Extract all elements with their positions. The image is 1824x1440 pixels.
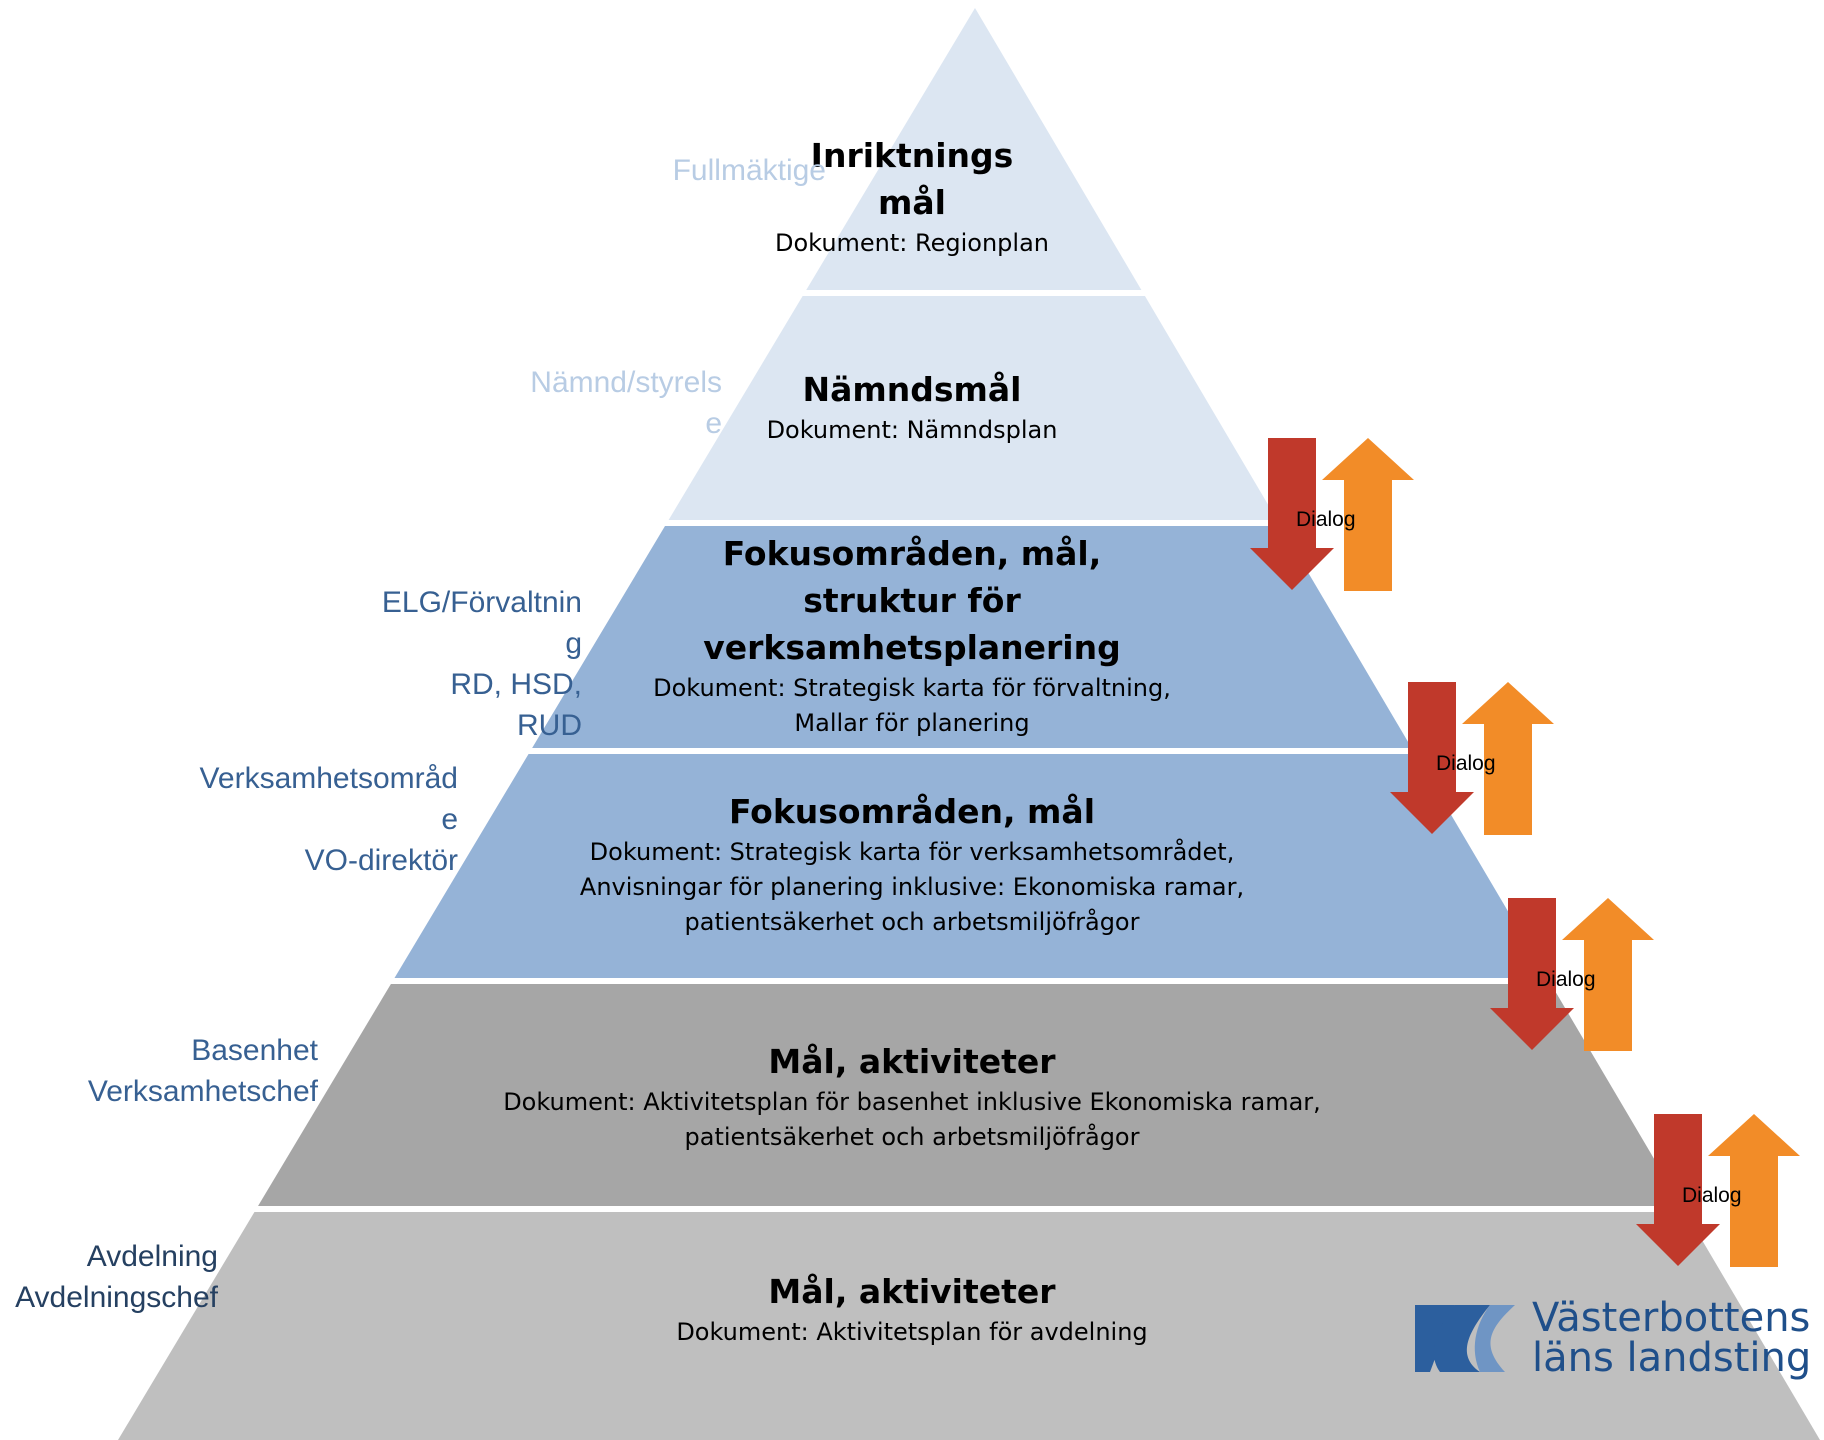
pyramid-tier-1 <box>806 8 1142 290</box>
arrow-down-icon <box>1636 1114 1720 1266</box>
tier-document: Dokument: Regionplan <box>775 229 1049 257</box>
tier-title: Mål, aktiviteter <box>768 1272 1056 1311</box>
tier-document: Dokument: Aktivitetsplan för avdelning <box>676 1318 1148 1346</box>
tier-title: Fokusområden, mål <box>728 792 1096 831</box>
dialog-arrows-1 <box>1250 438 1414 591</box>
pyramid-tier-4 <box>394 754 1548 978</box>
pyramid-tier-2 <box>668 296 1278 520</box>
arrow-up-icon <box>1322 438 1414 591</box>
role-label-1: Fullmäktige <box>672 154 826 187</box>
role-label-6: Avdelning Avdelningschef <box>15 1240 218 1314</box>
tier-title: Nämndsmål <box>802 370 1022 409</box>
role-label-5: Basenhet Verksamhetschef <box>87 1034 318 1108</box>
role-label-4: Verksamhetsområd e VO-direktör <box>199 762 458 877</box>
pyramid-tier-6 <box>118 1212 1820 1440</box>
arrow-up-icon <box>1708 1114 1800 1267</box>
arrow-down-icon <box>1250 438 1334 590</box>
pyramid-tier-3 <box>532 526 1412 748</box>
arrow-down-icon <box>1390 682 1474 834</box>
landsting-logo-mark <box>1415 1305 1515 1372</box>
pyramid-tier-5 <box>258 984 1682 1206</box>
tier-title: Mål, aktiviteter <box>768 1042 1056 1081</box>
dialog-label-1: Dialog <box>1296 508 1356 531</box>
tier-document: Dokument: Aktivitetsplan för basenhet in… <box>503 1088 1321 1151</box>
dialog-label-2: Dialog <box>1436 752 1496 775</box>
dialog-label-4: Dialog <box>1682 1184 1742 1207</box>
arrow-up-icon <box>1562 898 1654 1051</box>
dialog-arrows-3 <box>1490 898 1654 1051</box>
dialog-arrows-4 <box>1636 1114 1800 1267</box>
logo-line-1: Västerbottens <box>1532 1295 1811 1341</box>
role-label-3: ELG/Förvaltnin g RD, HSD, RUD <box>381 586 582 742</box>
tier-document: Dokument: Strategisk karta för verksamhe… <box>579 838 1245 936</box>
role-label-2: Nämnd/styrels e <box>530 366 722 440</box>
dialog-arrows-2 <box>1390 682 1554 835</box>
tier-document: Dokument: Strategisk karta för förvaltni… <box>653 674 1171 737</box>
tier-document: Dokument: Nämndsplan <box>766 416 1058 444</box>
arrow-down-icon <box>1490 898 1574 1050</box>
dialog-label-3: Dialog <box>1536 968 1596 991</box>
arrow-up-icon <box>1462 682 1554 835</box>
logo-line-2: läns landsting <box>1532 1335 1812 1381</box>
